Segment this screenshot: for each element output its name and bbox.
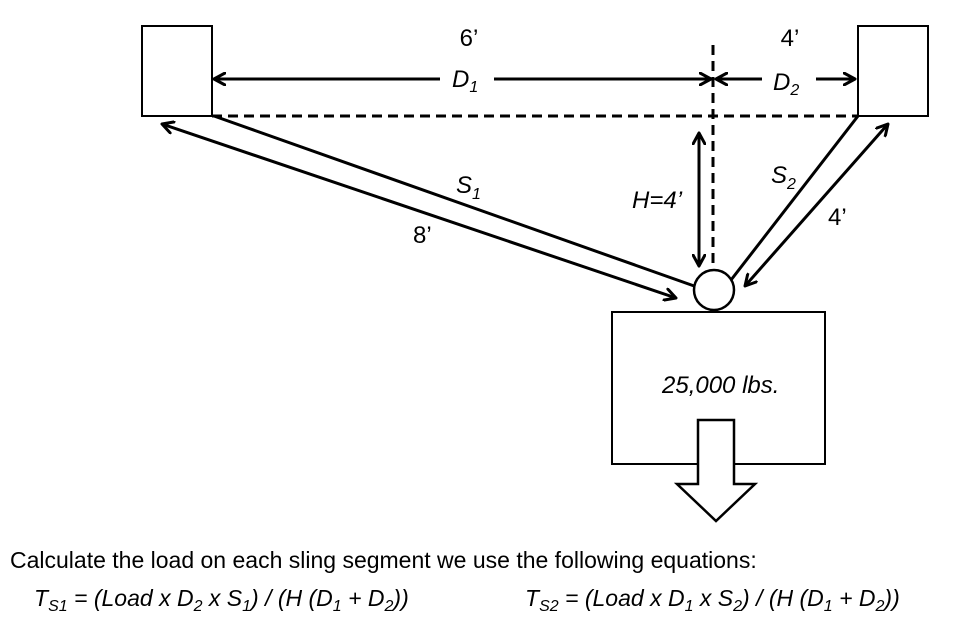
sling-s2-line-a: [729, 115, 860, 281]
s2-label: S2: [771, 162, 796, 193]
d1-distance-label: 6’: [460, 25, 479, 52]
left-anchor-box: [141, 25, 213, 117]
hook-ring: [692, 268, 736, 312]
right-anchor-box: [857, 25, 929, 117]
equation-ts2: TS2 = (Load x D1 x S2) / (H (D1 + D2)): [525, 585, 900, 615]
caption-text: Calculate the load on each sling segment…: [10, 547, 757, 573]
sling-s1-line-a: [213, 114, 698, 289]
down-force-arrow: [673, 418, 759, 523]
s2-length-label: 4’: [828, 204, 847, 231]
s1-length-label: 8’: [413, 222, 432, 249]
height-label: H=4’: [632, 187, 683, 214]
s1-label: S1: [456, 172, 481, 203]
sling-s1-line-b: [162, 124, 676, 298]
equation-ts1: TS1 = (Load x D2 x S1) / (H (D1 + D2)): [34, 585, 409, 615]
d2-label: D2: [773, 69, 799, 99]
sling-s2-line-b: [745, 124, 888, 286]
d2-distance-label: 4’: [781, 25, 800, 52]
d1-label: D1: [452, 66, 478, 96]
load-weight-label: 25,000 lbs.: [661, 372, 779, 399]
